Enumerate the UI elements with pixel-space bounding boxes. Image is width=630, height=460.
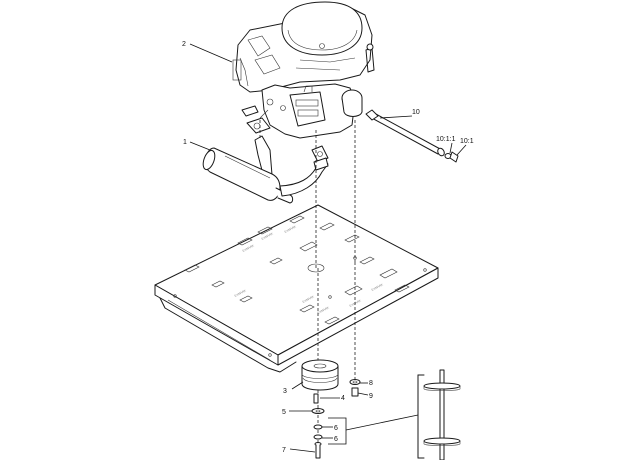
callout-10: 10 xyxy=(412,109,420,116)
callout-10-1: 10:1 xyxy=(460,138,474,145)
callout-5: 5 xyxy=(282,409,286,416)
callout-1: 1 xyxy=(183,139,187,146)
svg-text:EXMARK: EXMARK xyxy=(261,232,274,241)
svg-text:EXMARK: EXMARK xyxy=(317,306,330,315)
callout-8: 8 xyxy=(369,380,373,387)
callout-9: 9 xyxy=(369,393,373,400)
callout-leaders xyxy=(189,43,467,453)
assembly-center-lines xyxy=(259,120,356,448)
extension-shaft xyxy=(365,109,459,163)
callout-labels: 2 1 3 4 5 6 6 7 8 9 10 10:1:1 10:1 xyxy=(182,41,474,454)
svg-text:EXMARK: EXMARK xyxy=(302,295,315,304)
svg-text:EXMARK: EXMARK xyxy=(371,283,384,292)
callout-7: 7 xyxy=(282,447,286,454)
callout-6a: 6 xyxy=(334,425,338,432)
engine-assembly xyxy=(232,1,375,139)
engine-deck-plate: EXMARK EXMARK EXMARK EXMARK EXMARK EXMAR… xyxy=(154,204,439,373)
pulley-hardware xyxy=(311,379,361,459)
callout-2: 2 xyxy=(182,41,186,48)
callout-3: 3 xyxy=(283,388,287,395)
svg-text:EXMARK: EXMARK xyxy=(242,244,255,253)
callout-4: 4 xyxy=(341,395,345,402)
callout-6b: 6 xyxy=(334,436,338,443)
detail-inset xyxy=(328,369,461,460)
svg-text:EXMARK: EXMARK xyxy=(234,289,247,298)
drive-pulley xyxy=(301,359,339,391)
svg-text:EXMARK: EXMARK xyxy=(284,225,297,234)
callout-10-1-1: 10:1:1 xyxy=(436,136,456,143)
